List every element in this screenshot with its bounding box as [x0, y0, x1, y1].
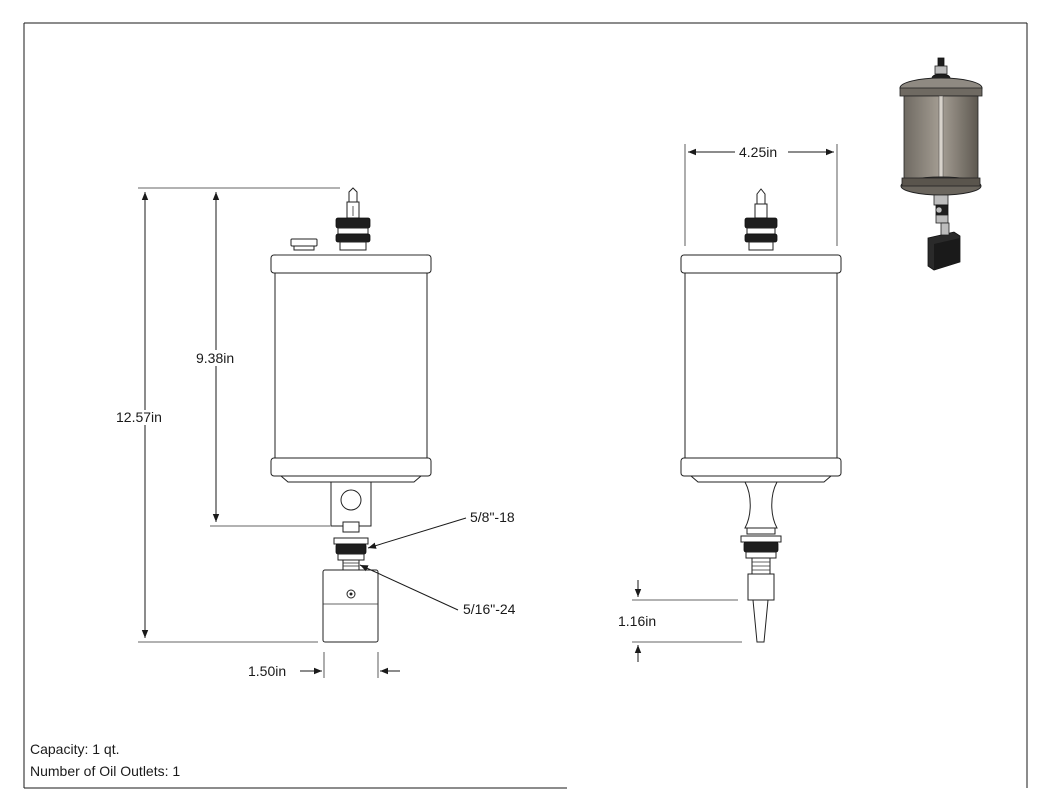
- dimension-reservoir-diameter: [684, 144, 838, 246]
- capacity-note: Capacity: 1 qt.: [30, 741, 120, 757]
- thread-upper-label: 5/8"-18: [470, 509, 515, 525]
- side-view-lubricator: [680, 188, 842, 643]
- outlet-width-label: 1.50in: [248, 663, 286, 679]
- dimension-overall-height: [138, 187, 340, 643]
- reservoir-diameter-label: 4.25in: [739, 144, 777, 160]
- isometric-render: [899, 57, 983, 271]
- overall-height-label: 12.57in: [116, 409, 162, 425]
- callout-thread-upper: [367, 517, 467, 549]
- outlet-length-label: 1.16in: [618, 613, 656, 629]
- dimension-outlet-length: [632, 580, 742, 662]
- reservoir-height-label: 9.38in: [196, 350, 234, 366]
- callout-thread-lower: [359, 564, 459, 611]
- front-view-lubricator: [270, 187, 432, 643]
- dimension-outlet-width: [300, 652, 400, 678]
- oil-outlets-note: Number of Oil Outlets: 1: [30, 763, 181, 779]
- sheet-border: [23, 22, 1028, 789]
- thread-lower-label: 5/16"-24: [463, 601, 516, 617]
- dimension-reservoir-height: [210, 192, 330, 527]
